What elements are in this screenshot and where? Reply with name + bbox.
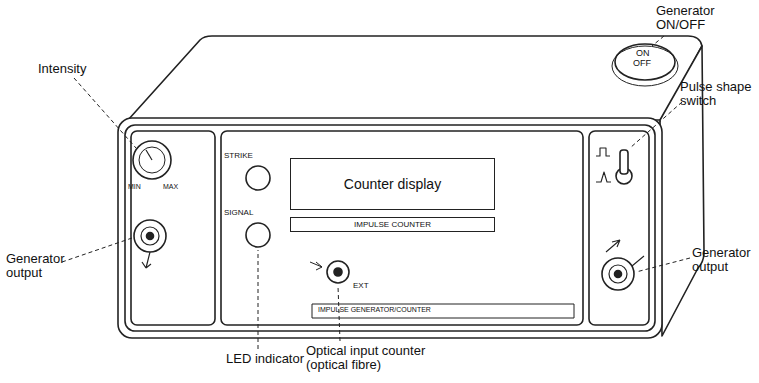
scale-mark: MIN — [128, 183, 141, 191]
panel-strip: IMPULSE COUNTER — [290, 217, 495, 232]
counter-display: Counter display — [290, 158, 495, 210]
callout-label: Generator output — [6, 252, 68, 281]
scale-mark: MAX — [163, 183, 178, 191]
node-text: IMPULSE COUNTER — [354, 220, 431, 229]
button-text: OFF — [633, 59, 651, 69]
panel-text: STRIKE — [224, 152, 253, 161]
callout-label: Optical input counter (optical fibre) — [306, 344, 456, 373]
button-text: ON — [636, 49, 650, 59]
callout-label: Generator ON/OFF — [656, 4, 734, 33]
panel-text: SIGNAL — [224, 209, 253, 218]
panel-text: EXT — [353, 282, 369, 291]
callout-label: LED indicator — [226, 352, 304, 366]
node-text: Counter display — [344, 176, 441, 192]
callout-label: Pulse shape switch — [680, 80, 755, 109]
callout-label: Intensity — [38, 62, 86, 76]
callout-label: Generator output — [692, 246, 754, 275]
panel-text: IMPULSE GENERATOR/COUNTER — [318, 306, 431, 314]
